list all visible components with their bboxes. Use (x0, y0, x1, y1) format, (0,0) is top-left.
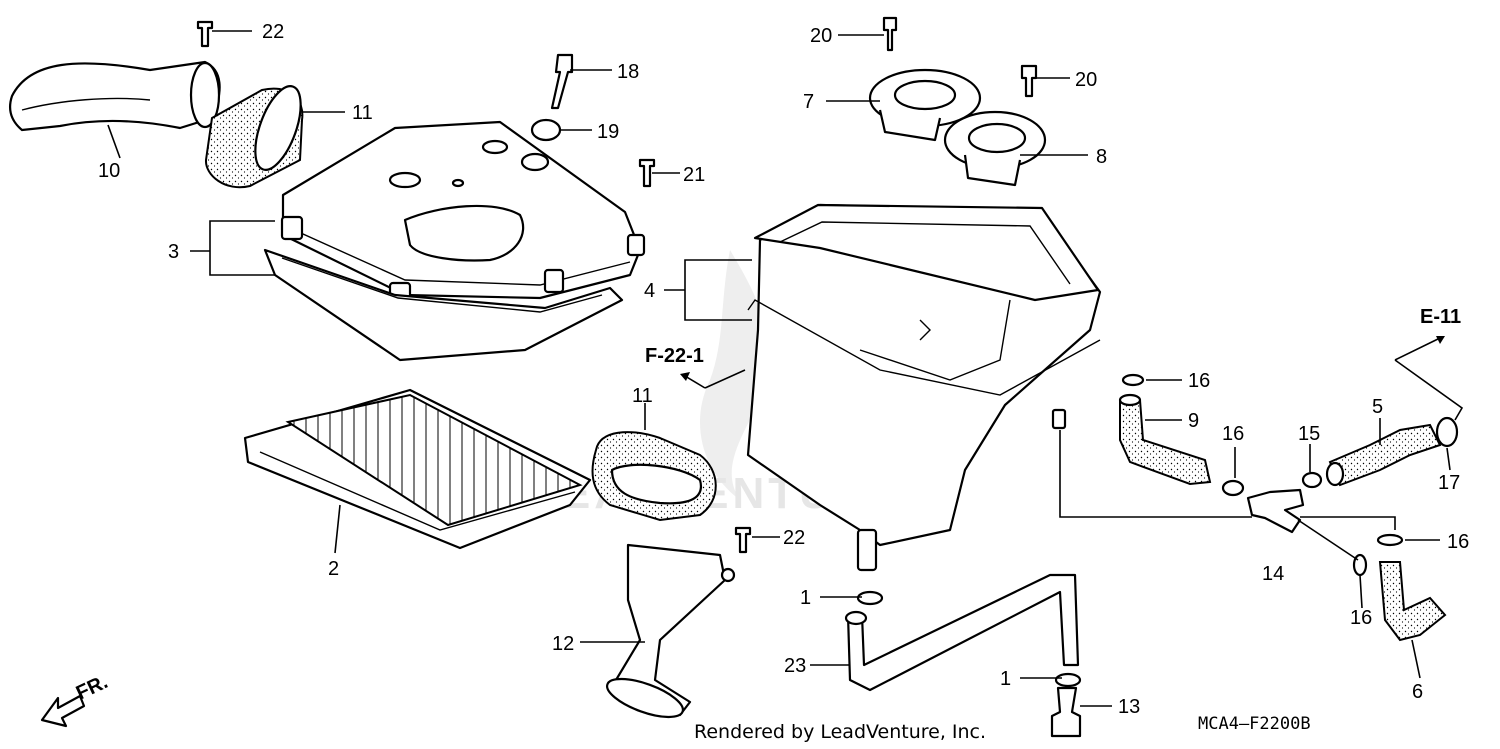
callout-18: 18 (617, 61, 639, 83)
part-14-joint (1221, 471, 1323, 534)
part-9-hose (1118, 373, 1212, 486)
part-4-air-cleaner-case (746, 203, 1102, 572)
callout-8: 8 (1096, 146, 1107, 168)
part-5-hose (1325, 416, 1459, 487)
callout-1-upper: 1 (800, 587, 811, 609)
part-11-seal-lower (591, 431, 717, 522)
leader-lines (107, 30, 1464, 707)
fasteners-top (196, 16, 1038, 554)
callout-10: 10 (98, 160, 120, 182)
callout-4: 4 (644, 280, 655, 302)
callout-5: 5 (1372, 396, 1383, 418)
part-12-duct (606, 543, 736, 719)
callout-22-lower: 22 (783, 527, 805, 549)
callout-1-lower: 1 (1000, 668, 1011, 690)
callout-21: 21 (683, 164, 705, 186)
callout-15: 15 (1298, 423, 1320, 445)
callout-14: 14 (1262, 563, 1284, 585)
front-direction-arrow (40, 694, 86, 728)
callout-16-c: 16 (1447, 531, 1469, 553)
callout-20-right: 20 (1075, 69, 1097, 91)
callout-16-b: 16 (1222, 423, 1244, 445)
callout-7: 7 (803, 91, 814, 113)
part-11-seal-upper (204, 85, 304, 189)
callout-16-d: 16 (1350, 607, 1372, 629)
reference-f-22-1: F-22-1 (645, 345, 704, 367)
diagram-code: MCA4—F2200B (1198, 714, 1311, 734)
part-2-air-filter (243, 388, 592, 550)
callout-2: 2 (328, 558, 339, 580)
callout-11-lower: 11 (632, 385, 653, 407)
callout-19: 19 (597, 121, 619, 143)
part-6-hose (1352, 533, 1447, 642)
part-3-air-cleaner-cover (263, 120, 646, 362)
callout-3: 3 (168, 241, 179, 263)
callout-23: 23 (784, 655, 806, 677)
callout-20-left: 20 (810, 25, 832, 47)
callout-9: 9 (1188, 410, 1199, 432)
callout-17: 17 (1438, 472, 1460, 494)
part-7-funnel (868, 68, 982, 142)
callout-22-top: 22 (262, 21, 284, 43)
callout-12: 12 (552, 633, 574, 655)
part-8-funnel (943, 110, 1047, 187)
part-23-drain-tube (844, 573, 1082, 692)
callout-6: 6 (1412, 681, 1423, 703)
part-10-intake-duct (9, 60, 221, 132)
callout-labels: 22 11 10 3 18 19 21 2 20 20 7 8 4 11 22 … (98, 21, 1469, 718)
part-13-drain-plug (1050, 686, 1082, 738)
reference-e-11: E-11 (1420, 306, 1461, 328)
callout-13: 13 (1118, 696, 1140, 718)
footer-credit: Rendered by LeadVenture, Inc. (694, 721, 986, 743)
callout-11-top: 11 (352, 102, 373, 124)
callout-16-a: 16 (1188, 370, 1210, 392)
